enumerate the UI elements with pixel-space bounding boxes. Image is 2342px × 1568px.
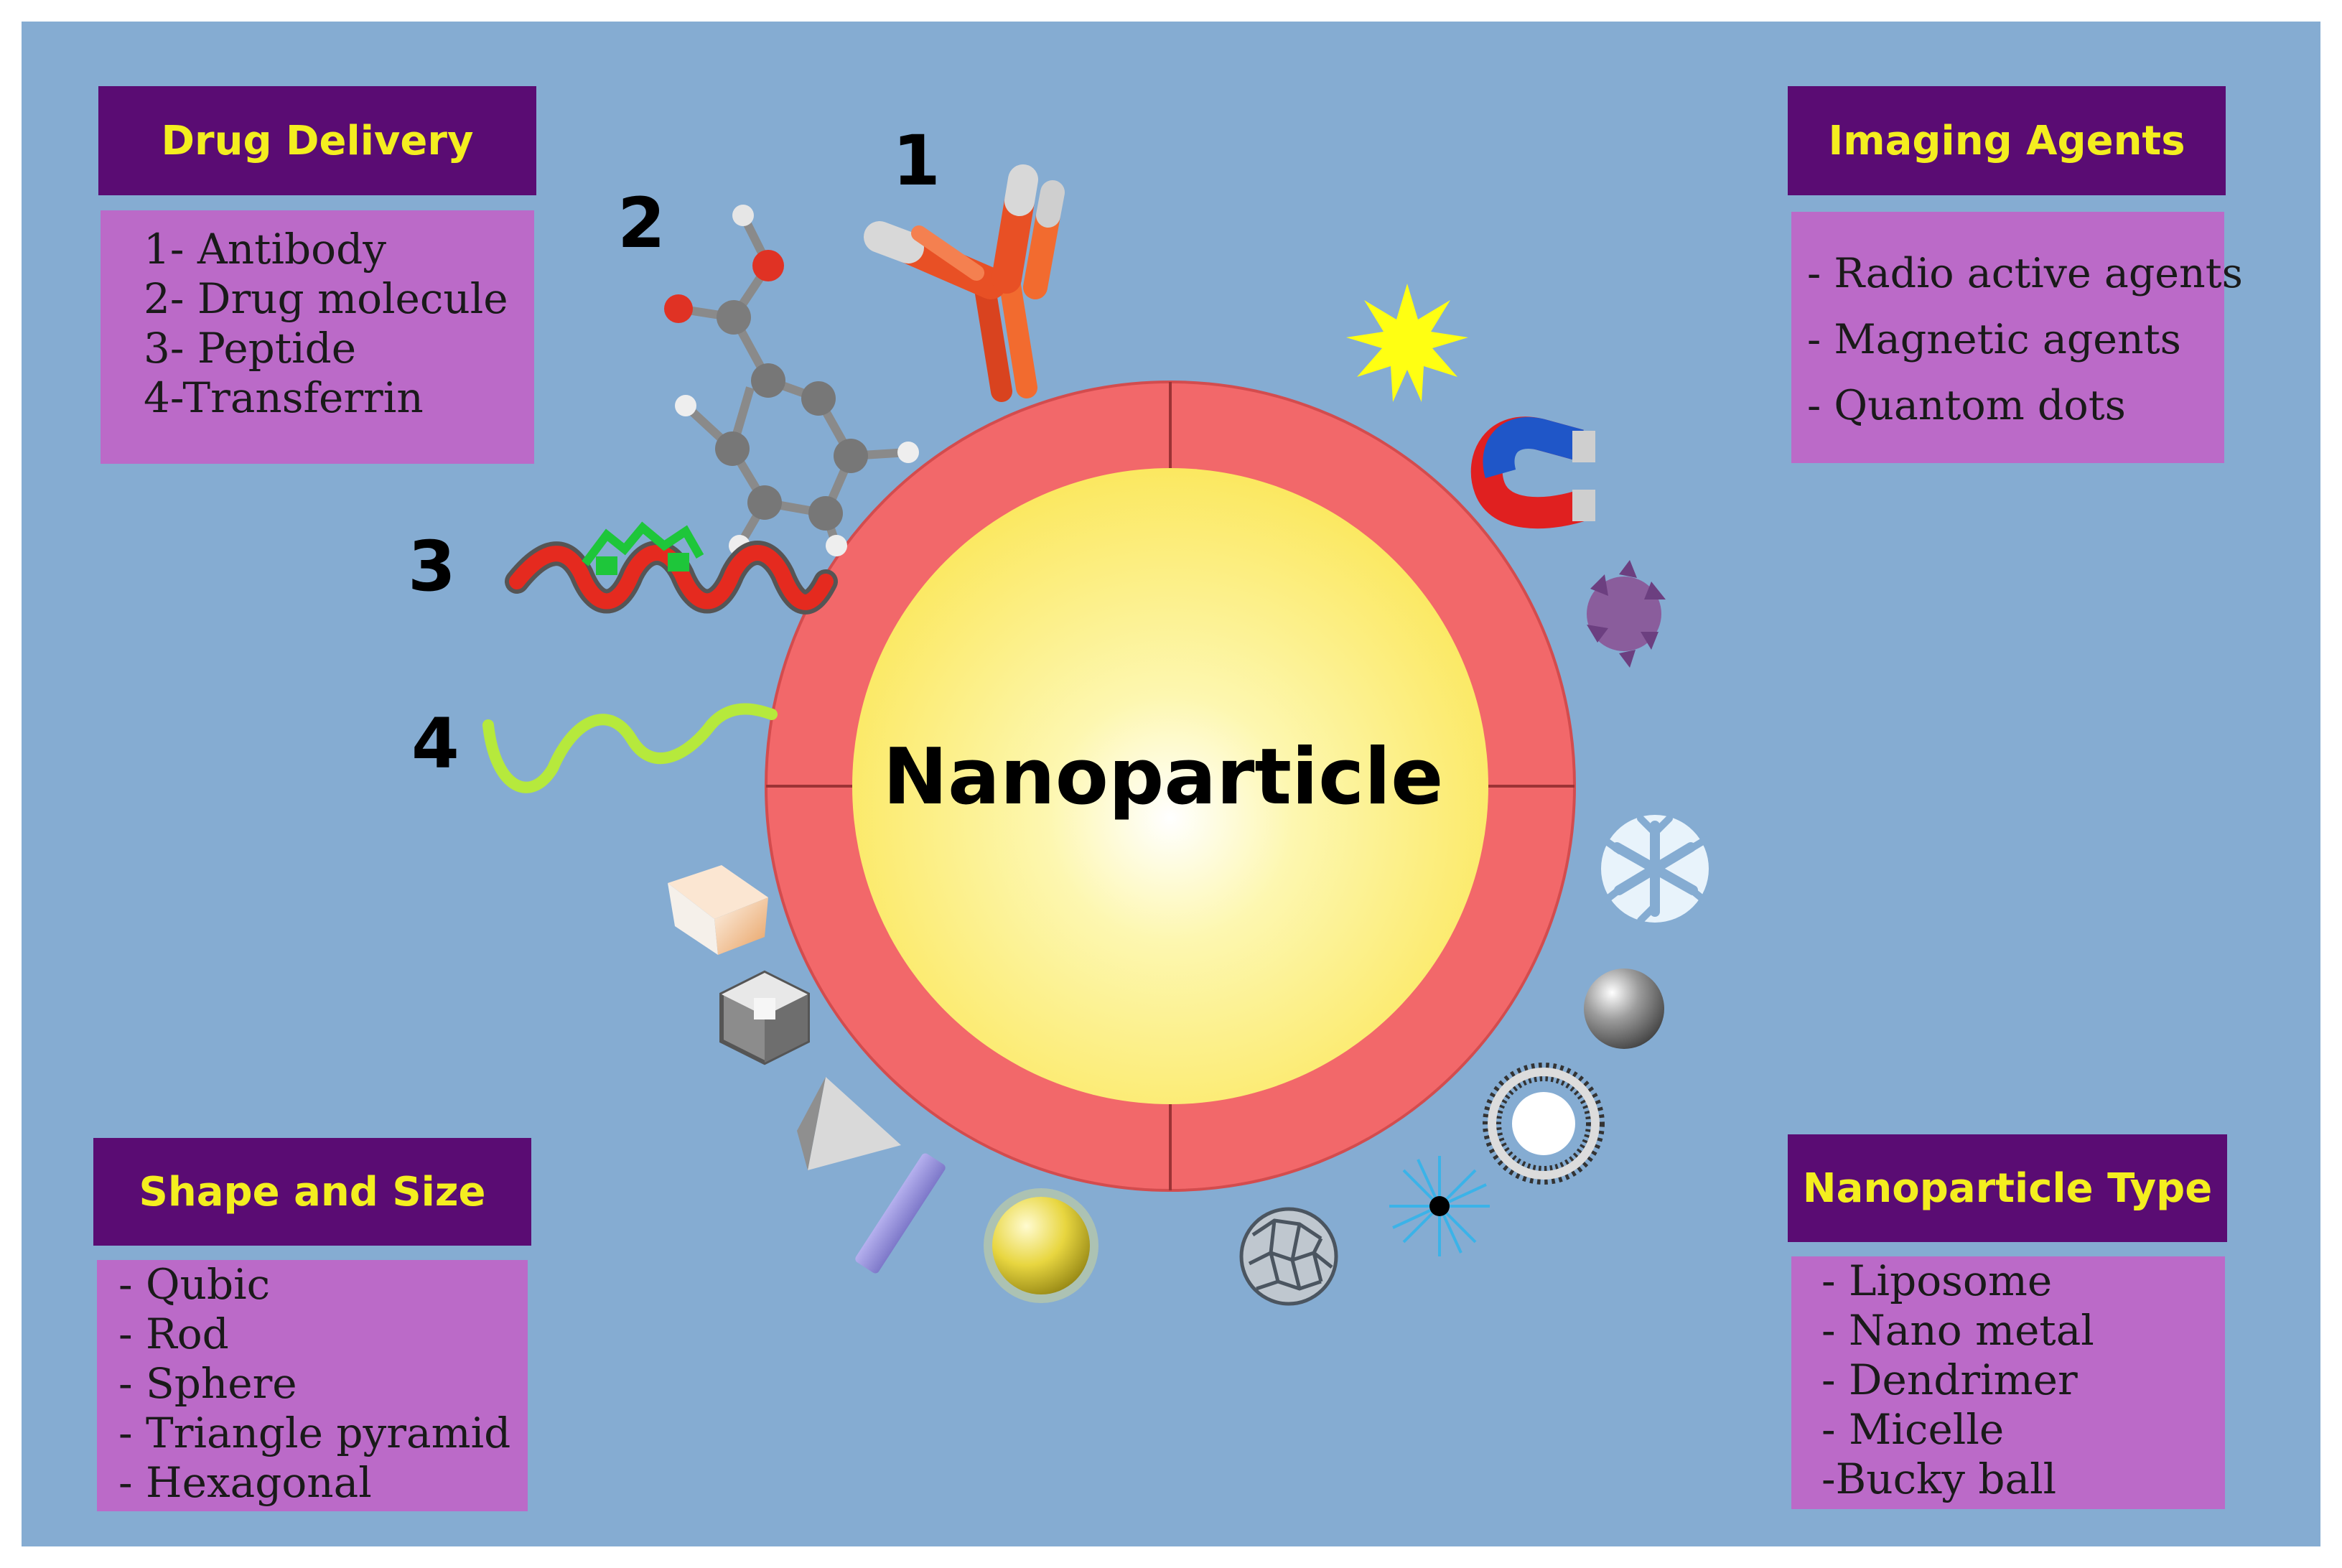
label-number-4: 4 [411,704,459,784]
list-item: - Liposome [1821,1256,2053,1305]
nanoparticle-ring [765,381,1576,1192]
shape-and-size-list: - Qubic - Rod - Sphere - Triangle pyrami… [97,1260,528,1511]
transferrin-icon [482,703,778,793]
drug-delivery-title: Drug Delivery [98,86,536,195]
list-item: 3- Peptide [144,324,357,373]
list-item: - Sphere [118,1359,297,1408]
rod-icon [855,1153,946,1274]
liposome-icon [1483,1063,1605,1185]
drug-molecule-icon [664,205,919,556]
nanoparticle-type-title: Nanoparticle Type [1788,1134,2227,1242]
nanoparticle-type-list: - Liposome - Nano metal - Dendrimer - Mi… [1791,1256,2225,1509]
dendrimer-icon [1601,815,1709,924]
imaging-agents-list: - Radio active agents - Magnetic agents … [1791,212,2243,463]
bucky-ball-icon [1239,1207,1338,1306]
nanoparticle-label: Nanoparticle [882,732,1444,822]
list-item: - Dendrimer [1821,1355,2078,1404]
list-item: 4-Transferrin [144,373,424,422]
label-number-2: 2 [617,183,666,263]
list-item: 1- Antibody [144,225,386,274]
list-item: - Magnetic agents [1807,316,2181,363]
label-number-1: 1 [892,121,941,201]
quantum-dot-icon [1587,560,1666,668]
triangle-pyramid-icon [797,1077,901,1170]
nano-metal-sphere-icon [1584,969,1664,1049]
list-item: - Triangle pyramid [118,1409,511,1457]
list-item: 2- Drug molecule [144,274,508,323]
list-item: - Nano metal [1821,1306,2094,1355]
radioactive-star-icon [1346,284,1468,402]
peptide-helix-icon [505,521,838,615]
list-item: - Qubic [118,1260,271,1309]
list-item: -Bucky ball [1821,1455,2057,1503]
micelle-icon [1389,1156,1490,1256]
gold-sphere-icon [984,1188,1098,1303]
hexagonal-icon [719,970,810,1065]
list-item: - Hexagonal [118,1458,372,1507]
antibody-icon [864,164,1065,402]
list-item: - Rod [118,1310,229,1358]
magnet-icon [1470,416,1595,529]
label-number-3: 3 [408,526,456,607]
drug-delivery-list: 1- Antibody 2- Drug molecule 3- Peptide … [101,210,534,464]
imaging-agents-title: Imaging Agents [1788,86,2226,195]
cube-icon [668,865,768,955]
list-item: - Micelle [1821,1405,2005,1454]
list-item: - Quantom dots [1807,382,2126,429]
shape-and-size-title: Shape and Size [93,1138,531,1246]
list-item: - Radio active agents [1807,250,2243,297]
